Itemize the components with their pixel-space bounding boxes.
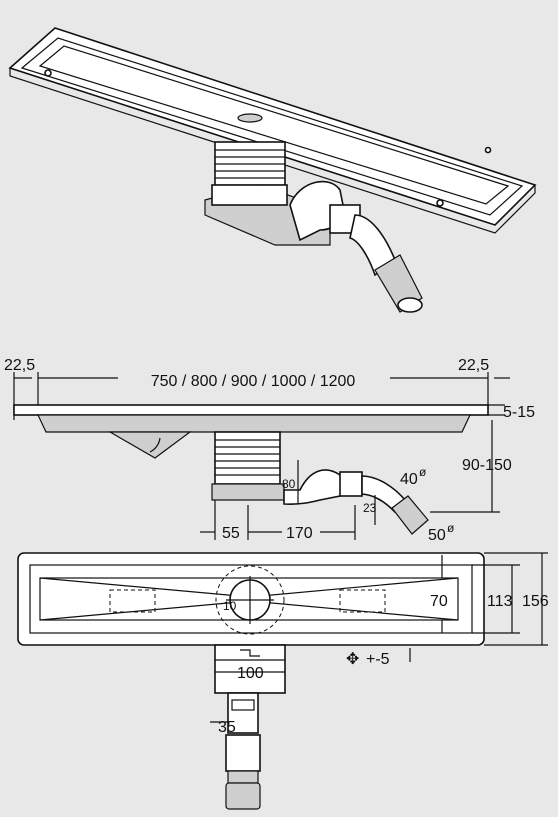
drain-opening	[237, 113, 263, 123]
channel-grate	[38, 45, 510, 205]
screw-icon	[436, 199, 444, 207]
plan-inner-frame	[29, 564, 473, 634]
side-trap-nut	[339, 471, 363, 497]
threaded-body	[214, 141, 286, 191]
body-width-label: 100	[237, 665, 264, 682]
offset-55-label: 55	[222, 525, 240, 542]
clamp-right	[339, 589, 386, 613]
screw-icon	[484, 146, 492, 154]
outlet-40-label: 40	[400, 471, 418, 488]
frame-adjust-label: 5-15	[503, 404, 535, 421]
trap-housing	[211, 184, 288, 206]
inner-width-label: 113	[487, 593, 513, 610]
channel-body	[37, 414, 471, 433]
length-options-label: 750 / 800 / 900 / 1000 / 1200	[151, 373, 356, 390]
channel-depth-label: 70	[430, 593, 448, 610]
trap-height-label: 80	[282, 477, 296, 491]
height-range-label: 90-150	[462, 457, 512, 474]
outlet-pipe-end	[397, 297, 423, 313]
side-elevation: 750 / 800 / 900 / 1000 / 1200 22,5 22,5 …	[4, 357, 535, 544]
move-icon: ✥	[346, 651, 359, 668]
support-bracket	[107, 431, 192, 459]
channel-frame	[13, 404, 489, 416]
diam-symbol-50: ø	[447, 521, 455, 535]
clamp-left	[109, 589, 156, 613]
isometric-view	[8, 27, 537, 313]
diam-symbol-40: ø	[419, 465, 427, 479]
screw-icon	[44, 69, 52, 77]
adjust-note-label: +-5	[366, 651, 390, 668]
side-outlet-pipe	[391, 495, 429, 535]
plan-view: 10 70 113 156 100 ✥ +-5 35	[17, 552, 549, 810]
left-margin-label: 22,5	[4, 357, 35, 374]
outer-width-label: 156	[522, 593, 549, 610]
plan-outlet-ring	[227, 770, 259, 784]
offset-170-label: 170	[286, 525, 313, 542]
angle-arc	[149, 437, 161, 453]
offset-23-label: 23	[363, 501, 377, 515]
outlet-50-label: 50	[428, 527, 446, 544]
right-margin-label: 22,5	[458, 357, 489, 374]
channel-tray-edge	[9, 68, 536, 234]
plan-outlet-pipe	[225, 782, 261, 810]
pipe-width-label: 35	[218, 719, 236, 736]
channel-tray-inner	[20, 37, 524, 216]
drain-outline	[215, 565, 285, 635]
plan-outlet-nut	[225, 734, 261, 772]
side-base	[211, 483, 285, 501]
grate-offset-label: 10	[223, 599, 237, 613]
